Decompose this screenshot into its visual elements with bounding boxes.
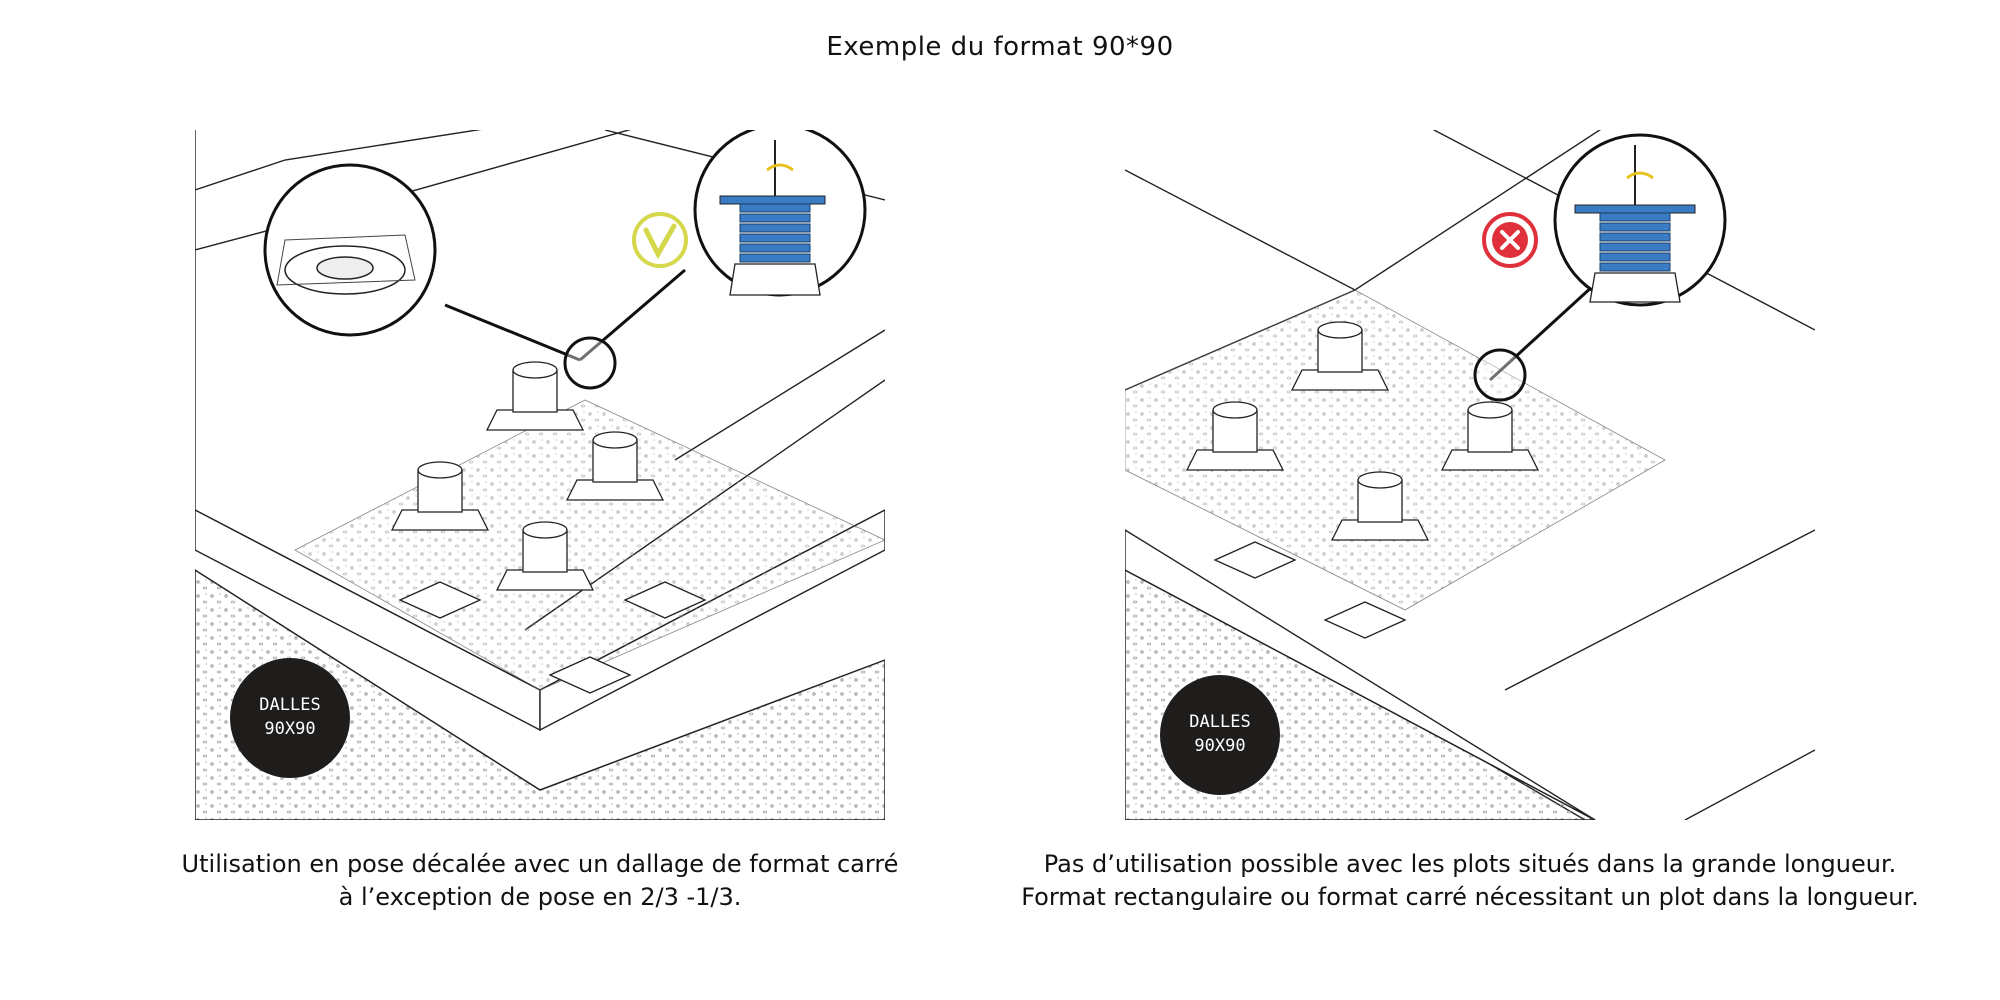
caption-left-line1: Utilisation en pose décalée avec un dall… xyxy=(181,850,899,878)
diagram-left: DALLES 90X90 xyxy=(195,130,885,820)
caption-left: Utilisation en pose décalée avec un dall… xyxy=(90,848,990,914)
badge-line1: DALLES xyxy=(1189,712,1250,732)
detail-focus-circle xyxy=(563,336,617,390)
badge-line1: DALLES xyxy=(259,695,320,715)
caption-left-line2: à l’exception de pose en 2/3 -1/3. xyxy=(338,883,742,911)
badge-line2: 90X90 xyxy=(1194,736,1245,756)
pedestals xyxy=(390,361,707,694)
page-title: Exemple du format 90*90 xyxy=(826,32,1174,62)
gravel-ground xyxy=(195,569,885,820)
caption-right-line2: Format rectangulaire ou format carré néc… xyxy=(1021,883,1919,911)
cross-icon xyxy=(1482,212,1538,268)
zoom-circle-pedestal xyxy=(1553,133,1727,307)
format-badge: DALLES 90X90 xyxy=(1160,675,1280,795)
zoom-circle-pedestal xyxy=(693,130,867,297)
caption-right-line1: Pas d’utilisation possible avec les plot… xyxy=(1043,850,1897,878)
check-icon xyxy=(632,212,688,268)
diagram-right: DALLES 90X90 xyxy=(1125,130,1815,820)
badge-line2: 90X90 xyxy=(264,719,315,739)
detail-focus-circle xyxy=(1473,348,1527,402)
pedestals xyxy=(1185,321,1540,639)
format-badge: DALLES 90X90 xyxy=(230,658,350,778)
caption-right: Pas d’utilisation possible avec les plot… xyxy=(1020,848,1920,914)
zoom-circle-base xyxy=(263,163,437,337)
